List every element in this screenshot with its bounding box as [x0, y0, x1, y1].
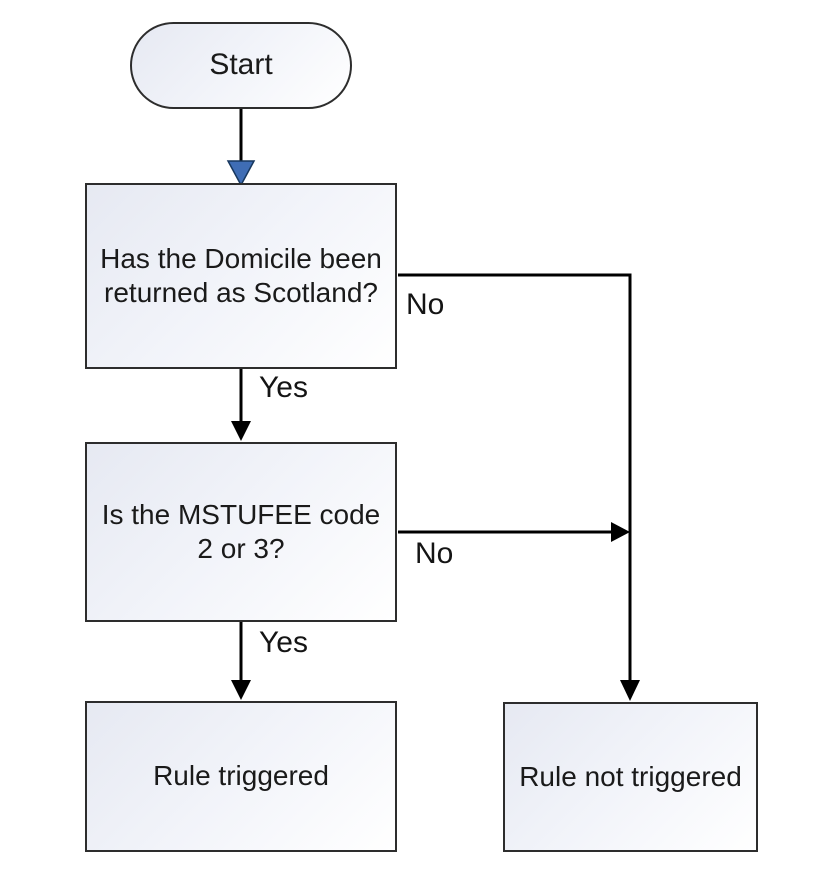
connector-domicile-no — [398, 273, 640, 701]
decision-mstufee-code-label: Is the MSTUFEE code 2 or 3? — [101, 498, 381, 564]
edge-label-domicile-yes: Yes — [259, 371, 308, 404]
arrowhead-mstufee-no-icon — [611, 522, 630, 542]
connector-domicile-yes — [231, 369, 251, 441]
arrowhead-mstufee-yes-icon — [231, 680, 251, 700]
arrowhead-domicile-yes-icon — [231, 421, 251, 441]
decision-domicile-scotland-node: Has the Domicile been returned as Scotla… — [85, 183, 397, 369]
arrowhead-start-to-domicile-icon — [226, 160, 256, 187]
start-node-label: Start — [209, 48, 273, 82]
edge-label-mstufee-yes: Yes — [259, 626, 308, 659]
edge-label-mstufee-no: No — [415, 537, 454, 570]
edge-label-domicile-no: No — [406, 288, 445, 321]
arrowhead-to-rule-not-triggered-icon — [620, 680, 640, 701]
outcome-rule-triggered-node: Rule triggered — [85, 701, 397, 852]
decision-domicile-scotland-label: Has the Domicile been returned as Scotla… — [100, 242, 382, 308]
connector-start-to-domicile — [226, 109, 256, 187]
connector-mstufee-yes — [231, 622, 251, 700]
outcome-rule-not-triggered-node: Rule not triggered — [503, 702, 758, 852]
start-node: Start — [130, 22, 352, 109]
outcome-rule-triggered-label: Rule triggered — [153, 760, 329, 792]
outcome-rule-not-triggered-label: Rule not triggered — [519, 760, 742, 792]
decision-mstufee-code-node: Is the MSTUFEE code 2 or 3? — [85, 442, 397, 622]
connector-mstufee-no — [398, 522, 630, 542]
